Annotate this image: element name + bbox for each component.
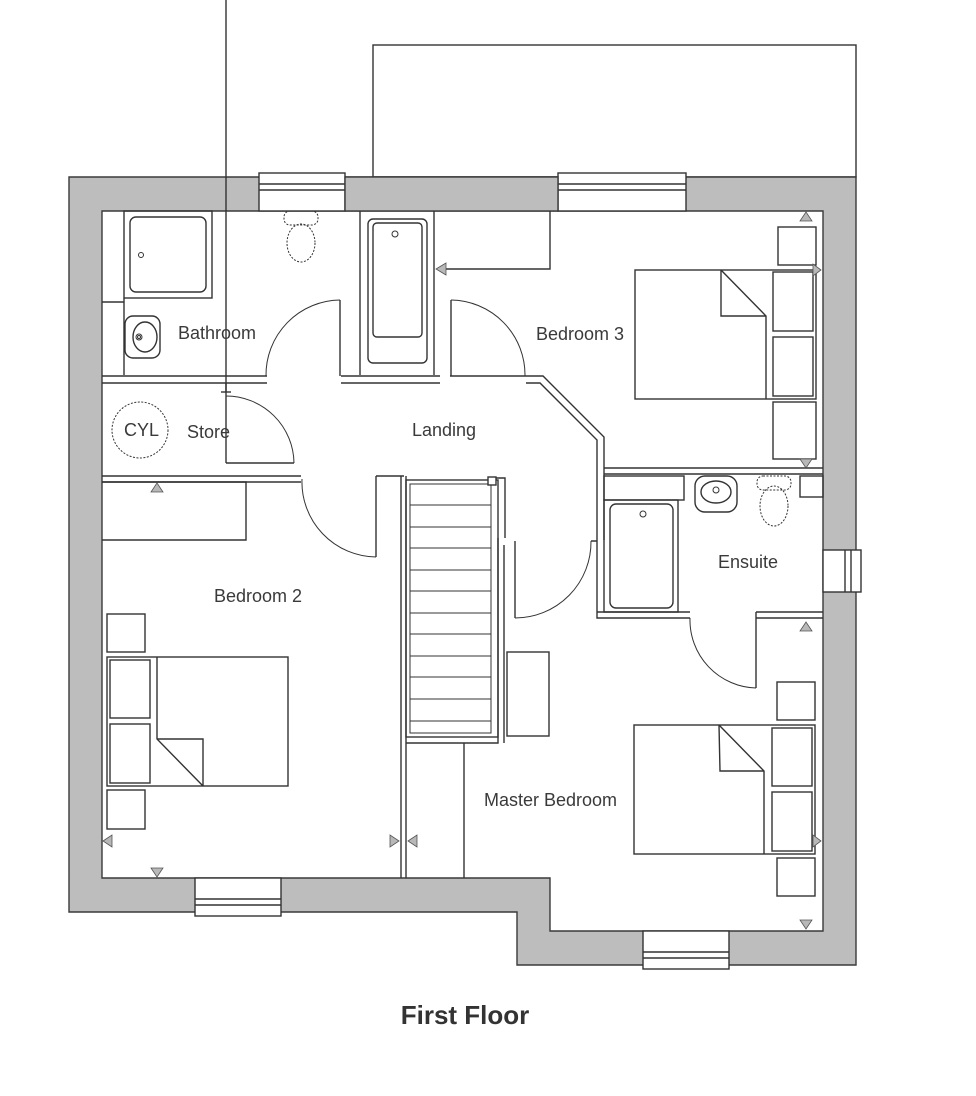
bedroom2-door[interactable] — [301, 476, 377, 558]
bathroom-fixtures — [102, 210, 435, 375]
bedroom3-bed — [634, 226, 817, 460]
label-bathroom: Bathroom — [178, 323, 256, 343]
window-ensuite — [822, 549, 862, 593]
floor-title: First Floor — [400, 1000, 530, 1030]
label-bedroom3: Bedroom 3 — [536, 324, 624, 344]
ensuite-fixtures — [603, 475, 824, 613]
label-bedroom2: Bedroom 2 — [214, 586, 302, 606]
label-store: Store — [187, 422, 230, 442]
window-bedroom2 — [194, 877, 282, 917]
roof-outline — [372, 44, 857, 178]
label-master-bedroom: Master Bedroom — [484, 790, 617, 810]
window-bathroom — [258, 172, 346, 212]
master-door[interactable] — [514, 540, 592, 619]
store-room — [111, 0, 295, 464]
ensuite-door[interactable] — [689, 612, 757, 689]
bedroom3-door[interactable] — [450, 299, 526, 377]
bedroom2-bed — [106, 613, 289, 830]
staircase — [400, 476, 506, 878]
external-wall — [68, 176, 857, 966]
label-ensuite: Ensuite — [718, 552, 778, 572]
window-master — [642, 930, 730, 970]
window-bedroom3 — [557, 172, 687, 212]
label-cylinder: CYL — [124, 420, 159, 440]
label-landing: Landing — [412, 420, 476, 440]
master-bed — [633, 681, 816, 897]
bathroom-door[interactable] — [265, 299, 341, 377]
